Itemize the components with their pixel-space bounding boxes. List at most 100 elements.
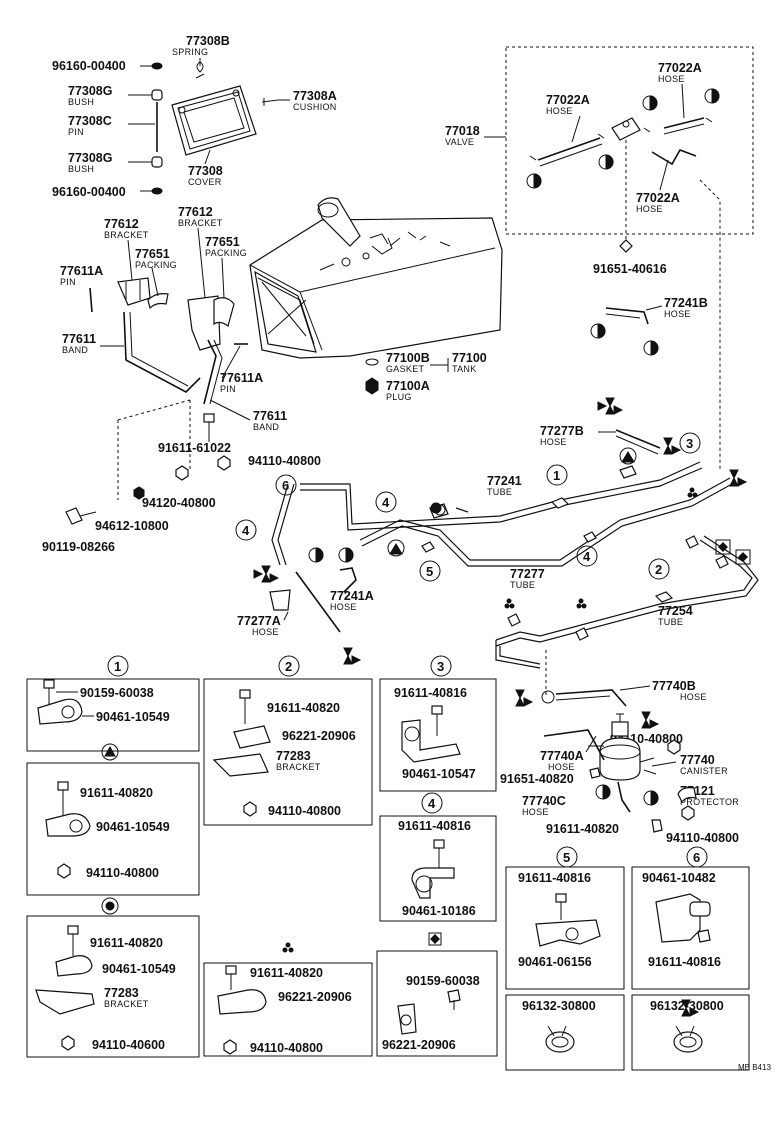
box-dots-part-a[interactable]: 91611-40820 <box>250 966 323 980</box>
box-triangle-part-c[interactable]: 94110-40800 <box>86 866 159 880</box>
box-4-part-b[interactable]: 90461-10186 <box>402 904 476 918</box>
part-94110-40800-a[interactable]: 94110-40800 <box>248 454 321 468</box>
box-5-part-b[interactable]: 90461-06156 <box>518 955 592 969</box>
box-1-part-a[interactable]: 90159-60038 <box>80 686 154 700</box>
box-6-part-b[interactable]: 91611-40816 <box>648 955 721 969</box>
part-77241B[interactable]: 77241B <box>664 296 708 310</box>
box-2-part-b[interactable]: 96221-20906 <box>282 729 356 743</box>
box-6-part-a[interactable]: 90461-10482 <box>642 871 716 885</box>
name-packing-b: PACKING <box>205 248 247 258</box>
part-77100[interactable]: 77100 <box>452 351 487 365</box>
part-77308A[interactable]: 77308A <box>293 89 337 103</box>
box-2-part-d[interactable]: 94110-40800 <box>268 804 341 818</box>
box-3-part-b[interactable]: 90461-10547 <box>402 767 476 781</box>
part-77277[interactable]: 77277 <box>510 567 545 581</box>
part-77100A[interactable]: 77100A <box>386 379 430 393</box>
valve-dashed-box <box>505 46 754 235</box>
box-2-bracket: BRACKET <box>276 762 321 772</box>
box-dots-part-c[interactable]: 94110-40800 <box>250 1041 323 1055</box>
box-clip1-part[interactable]: 96132-30800 <box>522 999 596 1013</box>
part-77740C[interactable]: 77740C <box>522 794 566 808</box>
box-2-number: 2 <box>285 659 292 674</box>
packing-right <box>213 297 235 328</box>
part-77651-b[interactable]: 77651 <box>205 235 240 249</box>
part-96160-00400-b[interactable]: 96160-00400 <box>52 185 126 199</box>
detail-box-triangle: 91611-40820 90461-10549 94110-40800 <box>26 743 200 896</box>
box-spiral-part-a[interactable]: 91611-40820 <box>90 936 163 950</box>
part-77308C[interactable]: 77308C <box>68 114 112 128</box>
name-pin-b: PIN <box>60 277 76 287</box>
box-3-part-a[interactable]: 91611-40816 <box>394 686 467 700</box>
tube-ref-4c: 4 <box>583 549 591 564</box>
box-1-part-b[interactable]: 90461-10549 <box>96 710 170 724</box>
part-77308[interactable]: 77308 <box>188 164 223 178</box>
part-77651-a[interactable]: 77651 <box>135 247 170 261</box>
plug-part <box>365 377 379 395</box>
part-77612-a[interactable]: 77612 <box>104 217 139 231</box>
part-77611A-b[interactable]: 77611A <box>220 371 263 385</box>
part-77611-a[interactable]: 77611 <box>62 332 96 346</box>
box-spiral-part-c[interactable]: 77283 <box>104 986 139 1000</box>
box-spiral-bracket-part <box>35 989 95 1015</box>
part-77277B[interactable]: 77277B <box>540 424 584 438</box>
part-77740[interactable]: 77740 <box>680 753 715 767</box>
part-77241[interactable]: 77241 <box>487 474 522 488</box>
part-91651-40616[interactable]: 91651-40616 <box>593 262 667 276</box>
part-94612-10800[interactable]: 94612-10800 <box>95 519 169 533</box>
part-77254[interactable]: 77254 <box>658 604 693 618</box>
packing-left <box>147 293 169 310</box>
part-77018[interactable]: 77018 <box>445 124 480 138</box>
box-1-number: 1 <box>114 659 121 674</box>
box-spiral-part-b[interactable]: 90461-10549 <box>102 962 176 976</box>
box-triangle-part-a[interactable]: 91611-40820 <box>80 786 153 800</box>
box-triangle-clamp <box>45 813 91 837</box>
box-diamond-part-a[interactable]: 90159-60038 <box>406 974 480 988</box>
hose-77022A-top <box>663 117 705 129</box>
part-94120-40800[interactable]: 94120-40800 <box>142 496 216 510</box>
box-spiral-part-d[interactable]: 94110-40600 <box>92 1038 165 1052</box>
name-band-a: BAND <box>62 345 88 355</box>
part-77022A-a[interactable]: 77022A <box>658 61 702 75</box>
part-91611-61022[interactable]: 91611-61022 <box>158 441 231 455</box>
box-2-part-a[interactable]: 91611-40820 <box>267 701 340 715</box>
name-bush-b: BUSH <box>68 164 94 174</box>
part-90119-08266[interactable]: 90119-08266 <box>42 540 115 554</box>
part-94110-40800-c[interactable]: 94110-40800 <box>666 831 739 845</box>
part-77308G-b[interactable]: 77308G <box>68 151 112 165</box>
hose-77740B <box>555 689 627 707</box>
part-77308G-a[interactable]: 77308G <box>68 84 112 98</box>
box-5-number: 5 <box>563 850 570 865</box>
part-77308B[interactable]: 77308B <box>186 34 230 48</box>
part-77611-b[interactable]: 77611 <box>253 409 287 423</box>
part-77100B[interactable]: 77100B <box>386 351 430 365</box>
box-diamond-part-b[interactable]: 96221-20906 <box>382 1038 456 1052</box>
part-91611-40820-a[interactable]: 91611-40820 <box>546 822 619 836</box>
box-2-part-c[interactable]: 77283 <box>276 749 311 763</box>
tube-clips <box>253 397 748 729</box>
box-5-part-a[interactable]: 91611-40816 <box>518 871 591 885</box>
hose-77022A-left <box>537 137 601 161</box>
box-triangle-part-b[interactable]: 90461-10549 <box>96 820 170 834</box>
box-dots-part-b[interactable]: 96221-20906 <box>278 990 352 1004</box>
box-4-part-a[interactable]: 91611-40816 <box>398 819 471 833</box>
part-77022A-b[interactable]: 77022A <box>546 93 590 107</box>
part-77022A-c[interactable]: 77022A <box>636 191 680 205</box>
name-hose-b: HOSE <box>546 106 573 116</box>
box-dots-clamp <box>217 989 267 1015</box>
canister-top-fitting <box>611 721 629 737</box>
part-77612-b[interactable]: 77612 <box>178 205 213 219</box>
part-77241A[interactable]: 77241A <box>330 589 374 603</box>
part-77740B[interactable]: 77740B <box>652 679 696 693</box>
box-clip2-part[interactable]: 96132-30800 <box>650 999 724 1013</box>
tube-ref-5: 5 <box>426 564 433 579</box>
part-77740A[interactable]: 77740A <box>540 749 584 763</box>
part-91651-40820[interactable]: 91651-40820 <box>500 772 574 786</box>
hose-77022A-bottom <box>651 149 697 166</box>
part-77277A[interactable]: 77277A <box>237 614 281 628</box>
part-77611A-a[interactable]: 77611A <box>60 264 103 278</box>
name-hose-i: HOSE <box>548 762 575 772</box>
detail-box-5: 5 91611-40816 90461-06156 <box>505 846 625 990</box>
name-band-b: BAND <box>253 422 279 432</box>
part-96160-00400-a[interactable]: 96160-00400 <box>52 59 126 73</box>
